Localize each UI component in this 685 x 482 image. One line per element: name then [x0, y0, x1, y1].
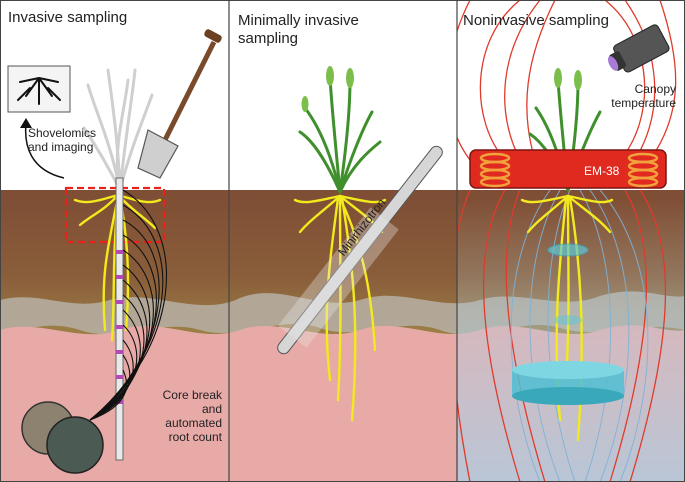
panel-title-invasive: Invasive sampling	[8, 9, 128, 26]
em38-label: EM-38	[584, 164, 620, 178]
root-crown-icon	[17, 77, 61, 105]
core-break-lines	[89, 189, 167, 421]
em-field-lines-blue	[510, 189, 649, 482]
shovel	[137, 29, 222, 179]
core-break-disk-2	[46, 416, 104, 474]
blue-field-wash	[457, 200, 685, 482]
shovelomics-label: Shovelomics and imaging	[28, 126, 97, 154]
plant-shoots-green	[298, 76, 382, 194]
roots-panel-3	[520, 194, 614, 442]
current-loop-large	[512, 361, 624, 405]
canopy-temperature-label: Canopy temperature	[611, 82, 676, 110]
shovelomics-arrow	[24, 123, 65, 179]
em-field-lines-red	[457, 0, 677, 482]
plant-shoots-gray	[82, 68, 154, 192]
soil-core-tube	[115, 177, 124, 461]
minirhizotron-tube	[277, 145, 443, 355]
em38-device	[469, 149, 667, 189]
current-loop-small	[547, 243, 589, 257]
panel-title-minimally-invasive: Minimally invasive sampling	[238, 12, 359, 47]
em38-coil-left	[479, 152, 511, 188]
current-loop-mid	[554, 315, 582, 325]
thermal-camera-icon	[607, 24, 670, 73]
arrow-head-icon	[20, 118, 32, 128]
panel-title-noninvasive: Noninvasive sampling	[463, 12, 609, 29]
core-break-label: Core break and automated root count	[162, 388, 222, 444]
seed-heads	[301, 66, 354, 112]
seed-heads-3	[554, 68, 582, 90]
em38-coil-right	[627, 152, 659, 188]
